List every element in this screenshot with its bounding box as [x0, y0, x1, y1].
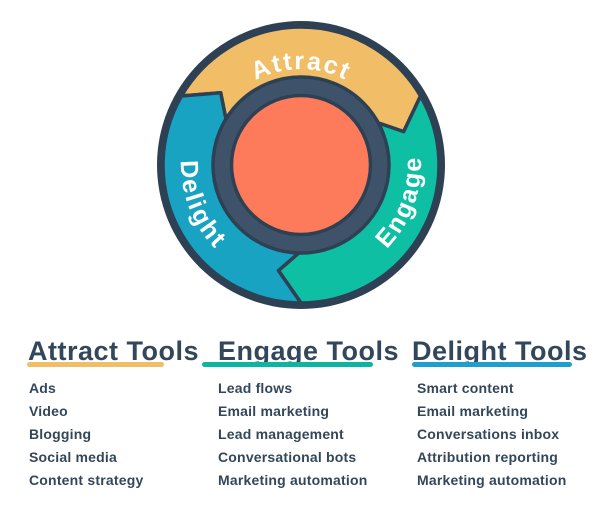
- list-item: Video: [29, 403, 68, 419]
- wheel-core: [229, 93, 373, 237]
- list-item: Content strategy: [29, 472, 144, 488]
- engage-accent-bar: [202, 362, 373, 367]
- attract-tools-heading: Attract Tools: [28, 336, 200, 366]
- engage-tools-list: Lead flows Email marketing Lead manageme…: [218, 377, 367, 492]
- list-item: Ads: [29, 380, 57, 396]
- list-item: Email marketing: [218, 403, 330, 419]
- delight-tools-list: Smart content Email marketing Conversati…: [417, 377, 566, 492]
- engage-tools-heading: Engage Tools: [218, 336, 400, 366]
- list-item: Lead management: [218, 426, 344, 442]
- attract-tools-list: Ads Video Blogging Social media Content …: [29, 377, 143, 492]
- list-item: Conversations inbox: [417, 426, 560, 442]
- list-item: Blogging: [29, 426, 92, 442]
- attract-accent-bar: [27, 362, 164, 367]
- delight-accent-bar: [412, 362, 572, 367]
- list-item: Smart content: [417, 380, 514, 396]
- flywheel-svg: Attract Delight Engage: [157, 21, 445, 309]
- list-item: Conversational bots: [218, 449, 357, 465]
- delight-tools-heading: Delight Tools: [412, 336, 588, 366]
- list-item: Marketing automation: [417, 472, 567, 488]
- list-item: Social media: [29, 449, 117, 465]
- list-item: Attribution reporting: [417, 449, 559, 465]
- flywheel-diagram: Attract Delight Engage: [157, 21, 445, 309]
- list-item: Email marketing: [417, 403, 529, 419]
- list-item: Lead flows: [218, 380, 293, 396]
- list-item: Marketing automation: [218, 472, 368, 488]
